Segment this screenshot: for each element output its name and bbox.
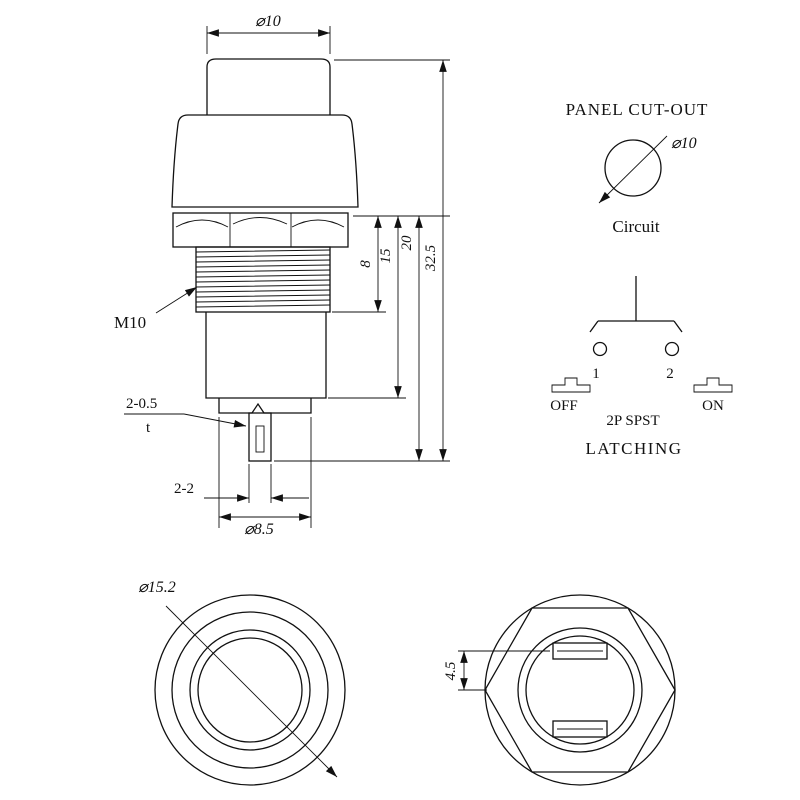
bezel-diameter-label: ⌀15.2 <box>138 579 176 596</box>
terminal-slot <box>255 425 265 453</box>
bottom-view-flange-circle <box>484 594 676 786</box>
dim-8-label: 8 <box>358 260 374 268</box>
top-view-outer-circle <box>154 594 346 786</box>
dim-20-label: 20 <box>399 235 415 251</box>
on-position-icon <box>693 377 733 393</box>
bezel-diameter-leader <box>165 605 338 778</box>
top-view-ring-2 <box>171 611 329 769</box>
cutout-hole-circle <box>604 139 662 197</box>
bottom-view-body-circle <box>525 635 635 745</box>
panel-cutout-title: PANEL CUT-OUT <box>566 100 709 119</box>
contact-2-circle <box>664 341 680 357</box>
circuit-title: Circuit <box>612 217 659 236</box>
terminal-2-label: 2 <box>666 366 674 382</box>
terminal-pitch-label: 2-2 <box>174 481 194 497</box>
thread-lines <box>195 249 331 308</box>
bottom-view-thread-circle <box>517 627 643 753</box>
button-cap-outline <box>206 58 331 115</box>
cap-diameter-label: ⌀10 <box>255 13 281 30</box>
top-view-ring-3 <box>189 629 311 751</box>
off-position-icon <box>551 377 591 393</box>
circuit-diagram: Circuit 1 2 OFF ON 2P SPST LATCHING <box>550 217 733 458</box>
terminal-pin <box>248 412 272 462</box>
side-view: ⌀10 8 15 20 32.5 M10 2-0.5 t 2-2 ⌀8 <box>114 13 450 538</box>
thread-section-outline <box>195 246 331 313</box>
terminal-note-label: 2-0.5 <box>126 396 157 412</box>
thickness-symbol-label: t <box>146 420 151 436</box>
bottom-view: 4.5 <box>443 594 676 786</box>
switch-action-label: LATCHING <box>586 439 683 458</box>
cutout-hole-leader <box>598 135 668 204</box>
top-view-button-circle <box>197 637 303 743</box>
switch-bar-tick-right <box>673 320 683 333</box>
switch-type-label: 2P SPST <box>606 413 659 429</box>
bottom-step-outline <box>218 398 312 414</box>
cutout-hole-diameter-label: ⌀10 <box>671 135 697 152</box>
dim-15-label: 15 <box>378 248 394 264</box>
on-label: ON <box>702 398 724 414</box>
terminal-slot-bottom <box>552 720 608 738</box>
hex-nut-chamfer-arcs <box>175 217 345 228</box>
switch-bar-tick-left <box>589 320 599 333</box>
hex-nut-side <box>172 212 349 248</box>
off-label: OFF <box>550 398 578 414</box>
top-view: ⌀15.2 <box>138 579 346 786</box>
terminal-note-leader <box>183 413 247 428</box>
terminal-offset-label: 4.5 <box>443 661 459 680</box>
bezel-skirt-outline <box>171 114 359 208</box>
dim-32-5-label: 32.5 <box>423 244 439 272</box>
panel-cutout: PANEL CUT-OUT ⌀10 <box>566 100 709 204</box>
terminal-slot-top <box>552 642 608 660</box>
thread-spec-label: M10 <box>114 313 146 332</box>
bottom-view-hex-nut <box>484 607 676 773</box>
contact-1-circle <box>592 341 608 357</box>
terminal-1-label: 1 <box>592 366 600 382</box>
shank-diameter-label: ⌀8.5 <box>244 521 274 538</box>
lower-body-outline <box>205 312 327 399</box>
thread-spec-leader <box>155 286 198 314</box>
